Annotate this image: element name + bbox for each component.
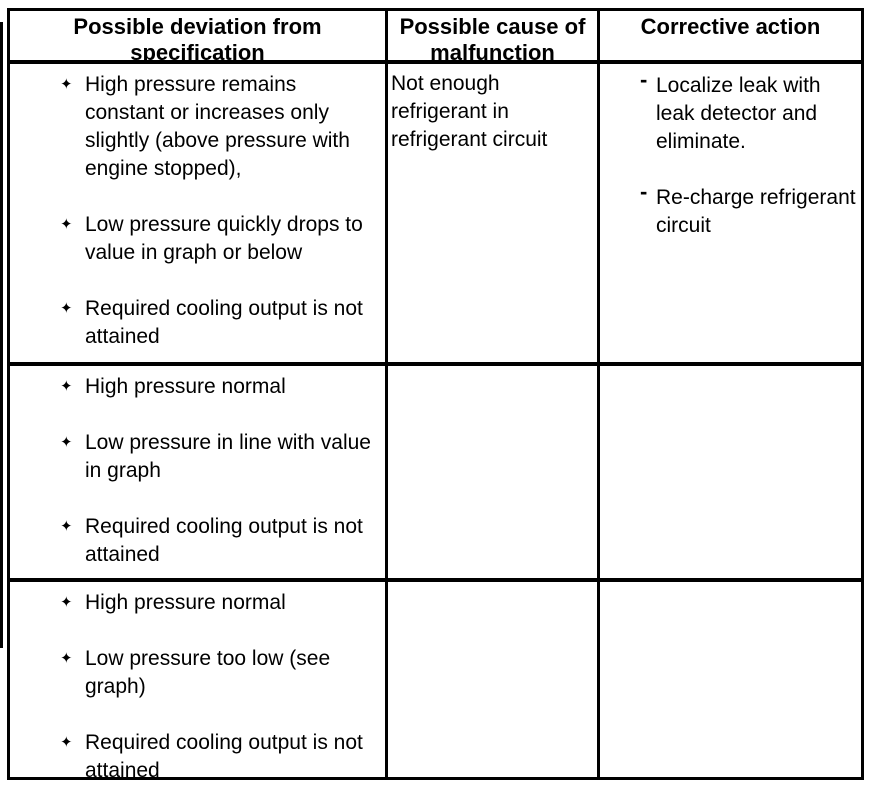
list-item: ✦ High pressure normal	[60, 373, 379, 401]
dash-bullet-icon: -	[640, 179, 648, 204]
row1-deviation-cell: ✦ High pressure remains constant or incr…	[10, 64, 388, 366]
list-item: ✦ Low pressure too low (see graph)	[60, 645, 379, 701]
action-text: Re-charge refrigerant circuit	[656, 186, 856, 237]
deviation-text: High pressure remains constant or increa…	[85, 73, 350, 180]
deviation-text: Low pressure quickly drops to value in g…	[85, 213, 363, 264]
scan-edge-artifact	[0, 22, 3, 648]
diamond-bullet-icon: ✦	[60, 300, 73, 317]
deviation-text: Required cooling output is not attained	[85, 297, 363, 348]
header-deviation: Possible deviation from specification	[10, 11, 388, 64]
diamond-bullet-icon: ✦	[60, 434, 73, 451]
row1-cause-cell: Not enough refrigerant in refrigerant ci…	[388, 64, 600, 366]
list-item: ✦ Required cooling output is not attaine…	[60, 295, 379, 351]
deviation-text: Required cooling output is not attained	[85, 515, 363, 566]
row3-action-cell	[600, 582, 861, 777]
diamond-bullet-icon: ✦	[60, 594, 73, 611]
header-action: Corrective action	[600, 11, 861, 64]
diamond-bullet-icon: ✦	[60, 378, 73, 395]
deviation-text: High pressure normal	[85, 591, 286, 614]
deviation-text: High pressure normal	[85, 375, 286, 398]
list-item: - Re-charge refrigerant circuit	[640, 179, 858, 240]
header-cause: Possible cause of malfunction	[388, 11, 600, 64]
header-cause-label: Possible cause of malfunction	[399, 14, 586, 64]
diamond-bullet-icon: ✦	[60, 734, 73, 751]
deviation-text: Low pressure too low (see graph)	[85, 647, 331, 698]
diamond-bullet-icon: ✦	[60, 216, 73, 233]
list-item: ✦ High pressure remains constant or incr…	[60, 71, 379, 183]
deviation-text: Low pressure in line with value in graph	[85, 431, 371, 482]
troubleshooting-table: Possible deviation from specification Po…	[7, 8, 864, 780]
list-item: ✦ Required cooling output is not attaine…	[60, 513, 379, 569]
dash-bullet-icon: -	[640, 67, 648, 92]
diamond-bullet-icon: ✦	[60, 650, 73, 667]
row2-action-cell	[600, 366, 861, 582]
row3-deviation-cell: ✦ High pressure normal ✦ Low pressure to…	[10, 582, 388, 777]
list-item: ✦ Low pressure quickly drops to value in…	[60, 211, 379, 267]
diamond-bullet-icon: ✦	[60, 518, 73, 535]
header-deviation-label: Possible deviation from specification	[73, 14, 322, 64]
row2-cause-cell	[388, 366, 600, 582]
cause-text: Not enough refrigerant in refrigerant ci…	[391, 72, 548, 151]
action-text: Localize leak with leak detector and eli…	[656, 74, 821, 153]
row3-cause-cell	[388, 582, 600, 777]
header-action-label: Corrective action	[640, 14, 821, 39]
list-item: ✦ Low pressure in line with value in gra…	[60, 429, 379, 485]
row2-deviation-cell: ✦ High pressure normal ✦ Low pressure in…	[10, 366, 388, 582]
deviation-text: Required cooling output is not attained	[85, 731, 363, 777]
list-item: - Localize leak with leak detector and e…	[640, 67, 858, 156]
list-item: ✦ High pressure normal	[60, 589, 379, 617]
row1-action-cell: - Localize leak with leak detector and e…	[600, 64, 861, 366]
list-item: ✦ Required cooling output is not attaine…	[60, 729, 379, 777]
diamond-bullet-icon: ✦	[60, 76, 73, 93]
